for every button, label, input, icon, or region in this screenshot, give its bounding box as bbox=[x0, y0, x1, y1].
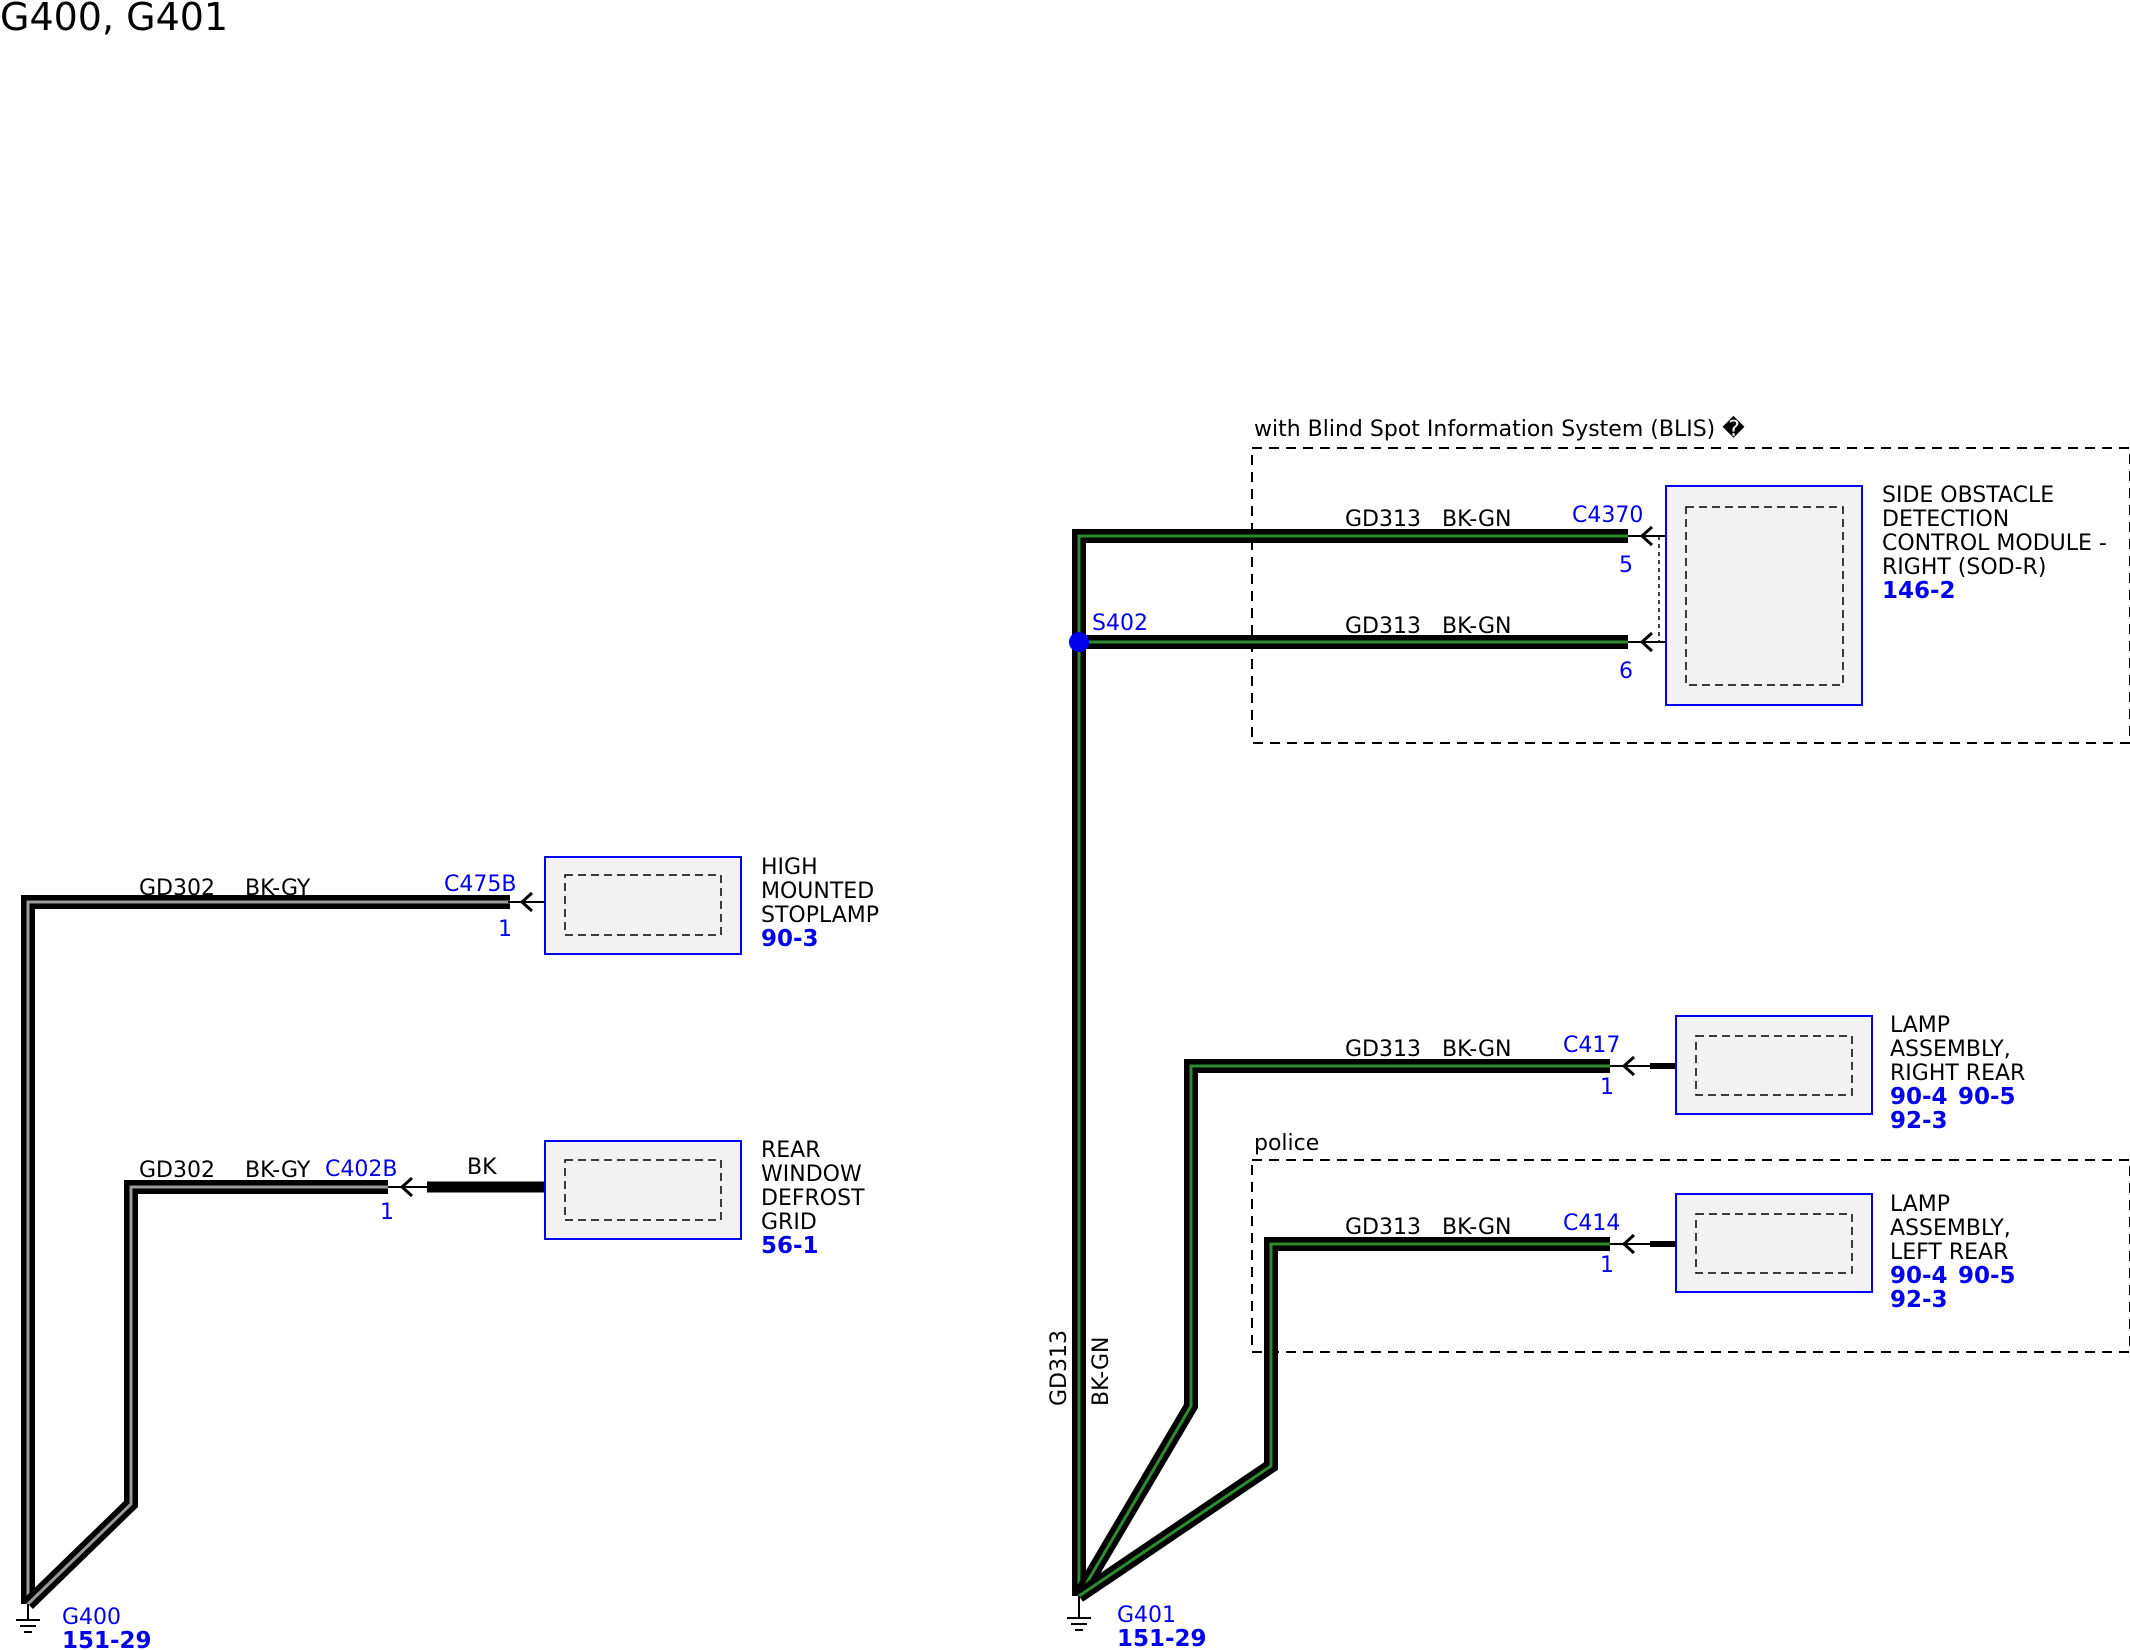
ground-g400-icon bbox=[16, 1604, 40, 1633]
connector-c414-pin: 1 bbox=[1600, 1253, 1614, 1278]
component-lamp-assembly-left-rear[interactable] bbox=[1675, 1193, 1873, 1293]
component-ref-link[interactable]: 90-5 bbox=[1958, 1084, 2016, 1110]
component-ref-link[interactable]: 146-2 bbox=[1882, 578, 1956, 604]
component-ref-link[interactable]: 90-4 bbox=[1890, 1084, 1948, 1110]
component-name-line: SIDE OBSTACLE bbox=[1882, 483, 2054, 508]
component-side-obstacle-detection-module[interactable] bbox=[1665, 485, 1863, 706]
wire-gd313-lamp-left-rear bbox=[1075, 1237, 1610, 1602]
wire-label-gd313-circuit: GD313 bbox=[1345, 614, 1421, 639]
blis-option-label: with Blind Spot Information System (BLIS… bbox=[1254, 415, 1745, 442]
connector-c475b-label[interactable]: C475B bbox=[444, 872, 516, 897]
wire-label-gd302-circuit: GD302 bbox=[139, 1158, 215, 1183]
wire-label-bk: BK bbox=[467, 1155, 497, 1180]
wire-label-gd313-color: BK-GN bbox=[1442, 614, 1511, 639]
connector-c4370-pin-6: 6 bbox=[1619, 659, 1633, 684]
splice-s402-dot[interactable] bbox=[1069, 632, 1089, 652]
connector-c402b-label[interactable]: C402B bbox=[325, 1157, 397, 1182]
wire-label-gd313-trunk-circuit: GD313 bbox=[1047, 1330, 1072, 1406]
component-name-line: REAR bbox=[761, 1138, 821, 1163]
police-option-label: police bbox=[1254, 1131, 1319, 1156]
component-name-line: LAMP bbox=[1890, 1013, 1950, 1038]
connector-c4370-pin-5: 5 bbox=[1619, 553, 1633, 578]
connector-c417[interactable] bbox=[1610, 1055, 1650, 1077]
component-name-line: LEFT REAR bbox=[1890, 1240, 2008, 1265]
component-name-line: RIGHT (SOD-R) bbox=[1882, 555, 2046, 580]
ground-g401-icon bbox=[1067, 1596, 1091, 1631]
component-name-line: GRID bbox=[761, 1210, 817, 1235]
wire-label-gd302-circuit: GD302 bbox=[139, 876, 215, 901]
connector-c4370-label[interactable]: C4370 bbox=[1572, 503, 1643, 528]
component-name-line: RIGHT REAR bbox=[1890, 1061, 2025, 1086]
component-name-line: CONTROL MODULE - bbox=[1882, 531, 2107, 556]
splice-s402-label[interactable]: S402 bbox=[1092, 611, 1148, 636]
wire-label-gd302-color: BK-GY bbox=[245, 876, 311, 901]
wire-label-gd313-circuit: GD313 bbox=[1345, 1215, 1421, 1240]
connector-c414-label[interactable]: C414 bbox=[1563, 1211, 1620, 1236]
component-name-line: STOPLAMP bbox=[761, 903, 879, 928]
connector-c475b-pin: 1 bbox=[498, 917, 512, 942]
component-name-line: ASSEMBLY, bbox=[1890, 1037, 2011, 1062]
component-name-line: HIGH bbox=[761, 855, 818, 880]
component-name-line: WINDOW bbox=[761, 1162, 862, 1187]
component-ref-link[interactable]: 90-3 bbox=[761, 926, 819, 952]
component-ref-link[interactable]: 90-5 bbox=[1958, 1263, 2016, 1289]
wire-gd302-stoplamp bbox=[21, 895, 510, 1604]
component-name-line: MOUNTED bbox=[761, 879, 874, 904]
wire-label-gd313-circuit: GD313 bbox=[1345, 1037, 1421, 1062]
component-ref-link[interactable]: 92-3 bbox=[1890, 1108, 1948, 1134]
wire-gd313-c4370-pin5 bbox=[1072, 529, 1628, 1596]
component-lamp-assembly-right-rear[interactable] bbox=[1675, 1015, 1873, 1115]
connector-c417-pin: 1 bbox=[1600, 1075, 1614, 1100]
wire-label-gd313-trunk-color: BK-GN bbox=[1089, 1337, 1114, 1406]
component-ref-link[interactable]: 92-3 bbox=[1890, 1287, 1948, 1313]
component-name-line: DEFROST bbox=[761, 1186, 865, 1211]
ground-g401-ref[interactable]: 151-29 bbox=[1117, 1626, 1207, 1650]
ground-g400-ref[interactable]: 151-29 bbox=[62, 1628, 152, 1650]
diagram-title: G400, G401 bbox=[0, 0, 228, 39]
wire-label-gd313-color: BK-GN bbox=[1442, 1037, 1511, 1062]
component-ref-link[interactable]: 90-4 bbox=[1890, 1263, 1948, 1289]
wire-gd313-lamp-right-rear bbox=[1072, 1059, 1610, 1600]
component-name-line: LAMP bbox=[1890, 1192, 1950, 1217]
blis-option-region bbox=[1251, 447, 2130, 744]
police-option-region bbox=[1251, 1159, 2130, 1353]
wire-gd302-defrost bbox=[23, 1180, 388, 1610]
component-name-line: ASSEMBLY, bbox=[1890, 1216, 2011, 1241]
component-rear-window-defrost-grid[interactable] bbox=[544, 1140, 742, 1240]
wire-label-gd302-color: BK-GY bbox=[245, 1158, 311, 1183]
connector-c417-label[interactable]: C417 bbox=[1563, 1033, 1620, 1058]
wire-label-gd313-color: BK-GN bbox=[1442, 1215, 1511, 1240]
component-name-line: DETECTION bbox=[1882, 507, 2009, 532]
connector-c402b-pin: 1 bbox=[380, 1200, 394, 1225]
ground-g401-label[interactable]: G401 bbox=[1117, 1603, 1176, 1628]
wire-label-gd313-circuit: GD313 bbox=[1345, 507, 1421, 532]
connector-c414[interactable] bbox=[1610, 1233, 1650, 1255]
component-high-mounted-stoplamp[interactable] bbox=[544, 856, 742, 955]
wire-label-gd313-color: BK-GN bbox=[1442, 507, 1511, 532]
ground-g400-label[interactable]: G400 bbox=[62, 1605, 121, 1630]
component-ref-link[interactable]: 56-1 bbox=[761, 1233, 819, 1259]
